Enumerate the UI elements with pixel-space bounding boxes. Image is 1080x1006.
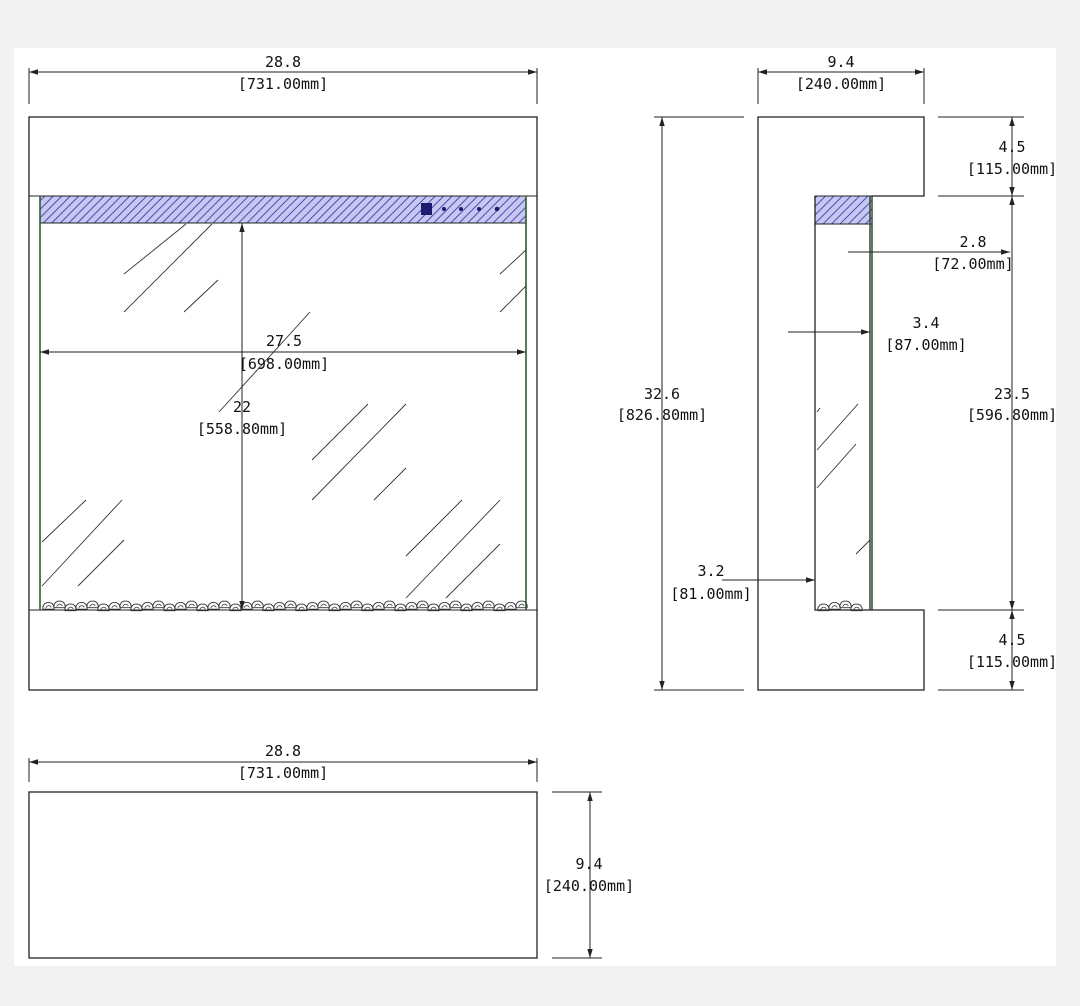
pebble-icon	[471, 602, 484, 610]
insert-depth-bottom-mm-label: [81.00mm]	[670, 585, 751, 603]
bottom-cap-mm-label: [115.00mm]	[967, 653, 1056, 671]
pebble-icon	[108, 602, 121, 610]
pebble-icon	[174, 602, 187, 610]
side-ember-bed	[817, 600, 863, 612]
top-view-depth-inch-label: 9.4	[575, 855, 602, 873]
pebble-icon	[42, 602, 55, 610]
control-dot-icon	[494, 206, 500, 212]
pebble-icon	[339, 602, 352, 610]
side-control-section	[814, 195, 873, 225]
inner-width-inch-label: 27.5	[266, 332, 302, 350]
pebble-icon	[218, 600, 231, 609]
technical-drawing: 28.8 [731.00mm] 27.5 [698.00mm] 22 [558.…	[28, 53, 1056, 959]
overall-height-inch-label: 32.6	[644, 385, 680, 403]
pebble-icon	[306, 602, 319, 610]
inner-height-mm-label: [558.80mm]	[197, 420, 287, 438]
top-cap-mm-label: [115.00mm]	[967, 160, 1056, 178]
pebble-icon	[152, 600, 165, 609]
side-depth-mm-label: [240.00mm]	[796, 75, 886, 93]
insert-depth-top-inch-label: 3.4	[912, 314, 939, 332]
ember-bed	[42, 600, 528, 612]
control-panel-strip	[39, 195, 527, 224]
side-glass-reflection-marks	[816, 403, 871, 555]
control-dot-icon	[477, 207, 481, 211]
overall-height-mm-label: [826.80mm]	[617, 406, 707, 424]
front-view: 28.8 [731.00mm] 27.5 [698.00mm] 22 [558.…	[28, 53, 538, 691]
side-insert-outline	[814, 196, 872, 611]
top-view-depth-mm-label: [240.00mm]	[544, 877, 634, 895]
pebble-icon	[504, 602, 517, 610]
pebble-icon	[405, 602, 418, 610]
inner-height-inch-label: 22	[233, 398, 251, 416]
top-view: 28.8 [731.00mm] 9.4 [240.00mm]	[28, 742, 634, 959]
pebble-icon	[185, 600, 198, 609]
pebble-icon	[438, 602, 451, 610]
pebble-icon	[273, 602, 286, 610]
pebble-icon	[141, 602, 154, 610]
insert-depth-top-mm-label: [87.00mm]	[885, 336, 966, 354]
glass-offset-inch-label: 2.8	[959, 233, 986, 251]
pebble-icon	[828, 602, 841, 610]
drawing-sheet: 28.8 [731.00mm] 27.5 [698.00mm] 22 [558.…	[14, 48, 1056, 966]
top-view-width-inch-label: 28.8	[265, 742, 301, 760]
pebble-icon	[372, 602, 385, 610]
top-view-width-mm-label: [731.00mm]	[238, 764, 328, 782]
pebble-icon	[317, 600, 330, 609]
pebble-icon	[86, 600, 99, 609]
overall-width-inch-label: 28.8	[265, 53, 301, 71]
pebble-icon	[449, 600, 462, 609]
control-dot-icon	[459, 207, 463, 211]
power-button-icon	[421, 203, 432, 215]
front-outline	[28, 116, 538, 691]
pebble-icon	[482, 600, 495, 609]
side-view: 9.4 [240.00mm] 32.6 [826.80mm] 4.5 [115.…	[617, 53, 1056, 691]
opening-height-mm-label: [596.80mm]	[967, 406, 1056, 424]
pebble-icon	[75, 602, 88, 610]
opening-height-inch-label: 23.5	[994, 385, 1030, 403]
pebble-icon	[350, 600, 363, 609]
side-depth-inch-label: 9.4	[827, 53, 854, 71]
inner-width-mm-label: [698.00mm]	[239, 355, 329, 373]
pebble-icon	[839, 600, 852, 609]
insert-depth-bottom-inch-label: 3.2	[697, 562, 724, 580]
top-cap-inch-label: 4.5	[998, 138, 1025, 156]
bottom-cap-inch-label: 4.5	[998, 631, 1025, 649]
pebble-icon	[383, 600, 396, 609]
pebble-icon	[53, 600, 66, 609]
pebble-icon	[207, 602, 220, 610]
glass-reflection-marks	[41, 223, 527, 599]
control-dot-icon	[442, 207, 446, 211]
glass-offset-mm-label: [72.00mm]	[932, 255, 1013, 273]
pebble-icon	[119, 600, 132, 609]
pebble-icon	[284, 600, 297, 609]
pebble-icon	[251, 600, 264, 609]
pebble-icon	[416, 600, 429, 609]
top-view-outline	[28, 791, 538, 959]
overall-width-mm-label: [731.00mm]	[238, 75, 328, 93]
